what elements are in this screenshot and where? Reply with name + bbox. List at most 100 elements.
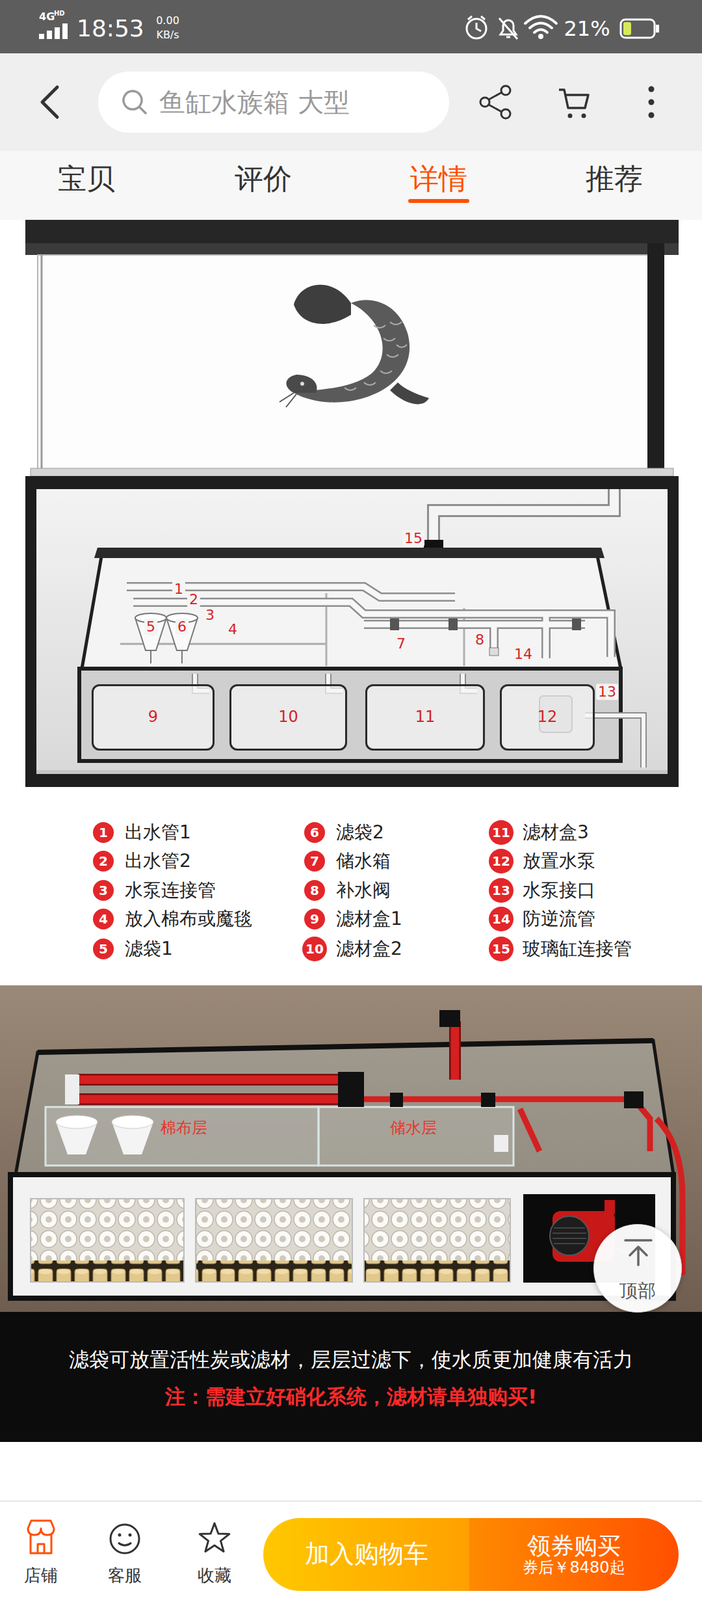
node-text: 15 [492,941,511,957]
label-box: 5 [144,618,158,635]
filter-compartment: 10 [229,683,348,751]
node-text: 9 [310,911,320,927]
app-header [568,113,573,119]
product-photo [78,1073,355,1085]
arowana-figure [344,321,407,390]
arowana-figure [390,382,429,404]
product-photo [364,1197,511,1260]
product-photo [195,1197,353,1282]
node-text: 4 [98,911,108,927]
product-photo [390,1092,403,1107]
cabinet [25,475,679,787]
node-text: 加入购物车 [304,1539,429,1568]
legend-number-badge: 7 [304,850,325,871]
product-photo [30,1259,184,1282]
label-box: 补水阀 [336,879,391,901]
part-name: 放置水泵 [522,850,596,871]
app-header [501,85,511,95]
status-bar [468,16,485,32]
callout-number: 4 [228,620,238,637]
callout-number: 2 [189,590,199,608]
product-photo [451,1020,460,1079]
node-text: 10 [278,707,299,727]
status-bar [46,30,52,39]
label-box: 4G [39,11,55,23]
cabinet [36,769,668,774]
label-box: 4 [226,620,240,637]
part-name: 滤袋2 [336,821,385,843]
cabinet [489,647,499,656]
product-photo [494,1134,509,1152]
part-name: 滤材盒2 [336,937,403,959]
filter-compartment: 9 [91,683,215,751]
net-speed: 0.00 [156,14,180,27]
label-box: 滤袋可放置活性炭或滤材，层层过滤下，使水质更加健康有活力 [68,1347,634,1371]
label-box: 6 [175,618,189,635]
product-photo [78,1020,455,1099]
product-photo [364,1259,511,1282]
label-box: 储水层 [390,1118,437,1137]
clock: 18:53 [76,14,145,42]
product-photo [0,984,702,1442]
node-text: 11 [415,707,436,727]
nav-label: 客服 [107,1565,142,1585]
product-photo [338,1071,364,1107]
legend-number-badge: 3 [92,879,114,901]
product-photo [15,1040,674,1174]
node-text: 14 [492,911,511,927]
cabinet [195,673,644,767]
product-photo [78,1092,355,1105]
callout-number: 14 [514,645,533,662]
status-bar [655,24,660,33]
product-photo [604,1199,615,1214]
status-bar [538,33,544,39]
label-box: 推荐 [585,162,643,196]
node-text: 11 [492,824,511,840]
node-text: 3 [98,882,108,898]
cabinet [135,617,167,650]
bottom-bar [0,1500,702,1599]
bottom-bar [110,1523,140,1553]
label-box: 21% [563,16,610,41]
label-box: 滤袋2 [336,821,385,843]
part-name: 滤材盒3 [522,821,589,843]
legend-number-badge: 2 [92,850,114,871]
part-name: 滤袋1 [124,937,173,959]
legend-number-badge: 12 [488,848,514,873]
cabinet [572,618,582,630]
label-box: 棉布层 [160,1118,208,1137]
aquarium-illustration [25,219,679,476]
part-name: 储水箱 [336,850,391,871]
app-header [648,112,655,119]
product-photo [37,1040,654,1052]
node-text: 10 [305,941,324,957]
arowana-figure [293,284,351,324]
bottom-bar [0,1499,702,1501]
product-photo [78,1020,455,1099]
node-text: 5 [98,941,108,957]
product-photo [481,1092,496,1107]
node-text: 券后￥8480起 [522,1558,625,1577]
button-icon [123,91,146,114]
tab-bar [0,150,702,220]
label-box: 收藏 [197,1565,232,1585]
status-bar [620,19,655,38]
cabinet [36,488,668,770]
button-icon [622,1236,655,1267]
product-photo [549,1215,589,1255]
status-bar [54,27,60,39]
product-photo [449,1020,461,1079]
tab-label: 宝贝 [57,162,116,196]
cabinet [195,673,644,767]
tab-label: 推荐 [585,162,643,196]
label-box: 1 [172,580,186,597]
bottom-bar [27,1519,54,1553]
arowana-figure [300,381,305,386]
app-header [501,109,511,119]
bottom-bar [118,1532,122,1536]
product-photo [0,984,702,1312]
app-header [648,99,655,106]
cabinet [448,618,458,630]
app-header [488,92,502,112]
